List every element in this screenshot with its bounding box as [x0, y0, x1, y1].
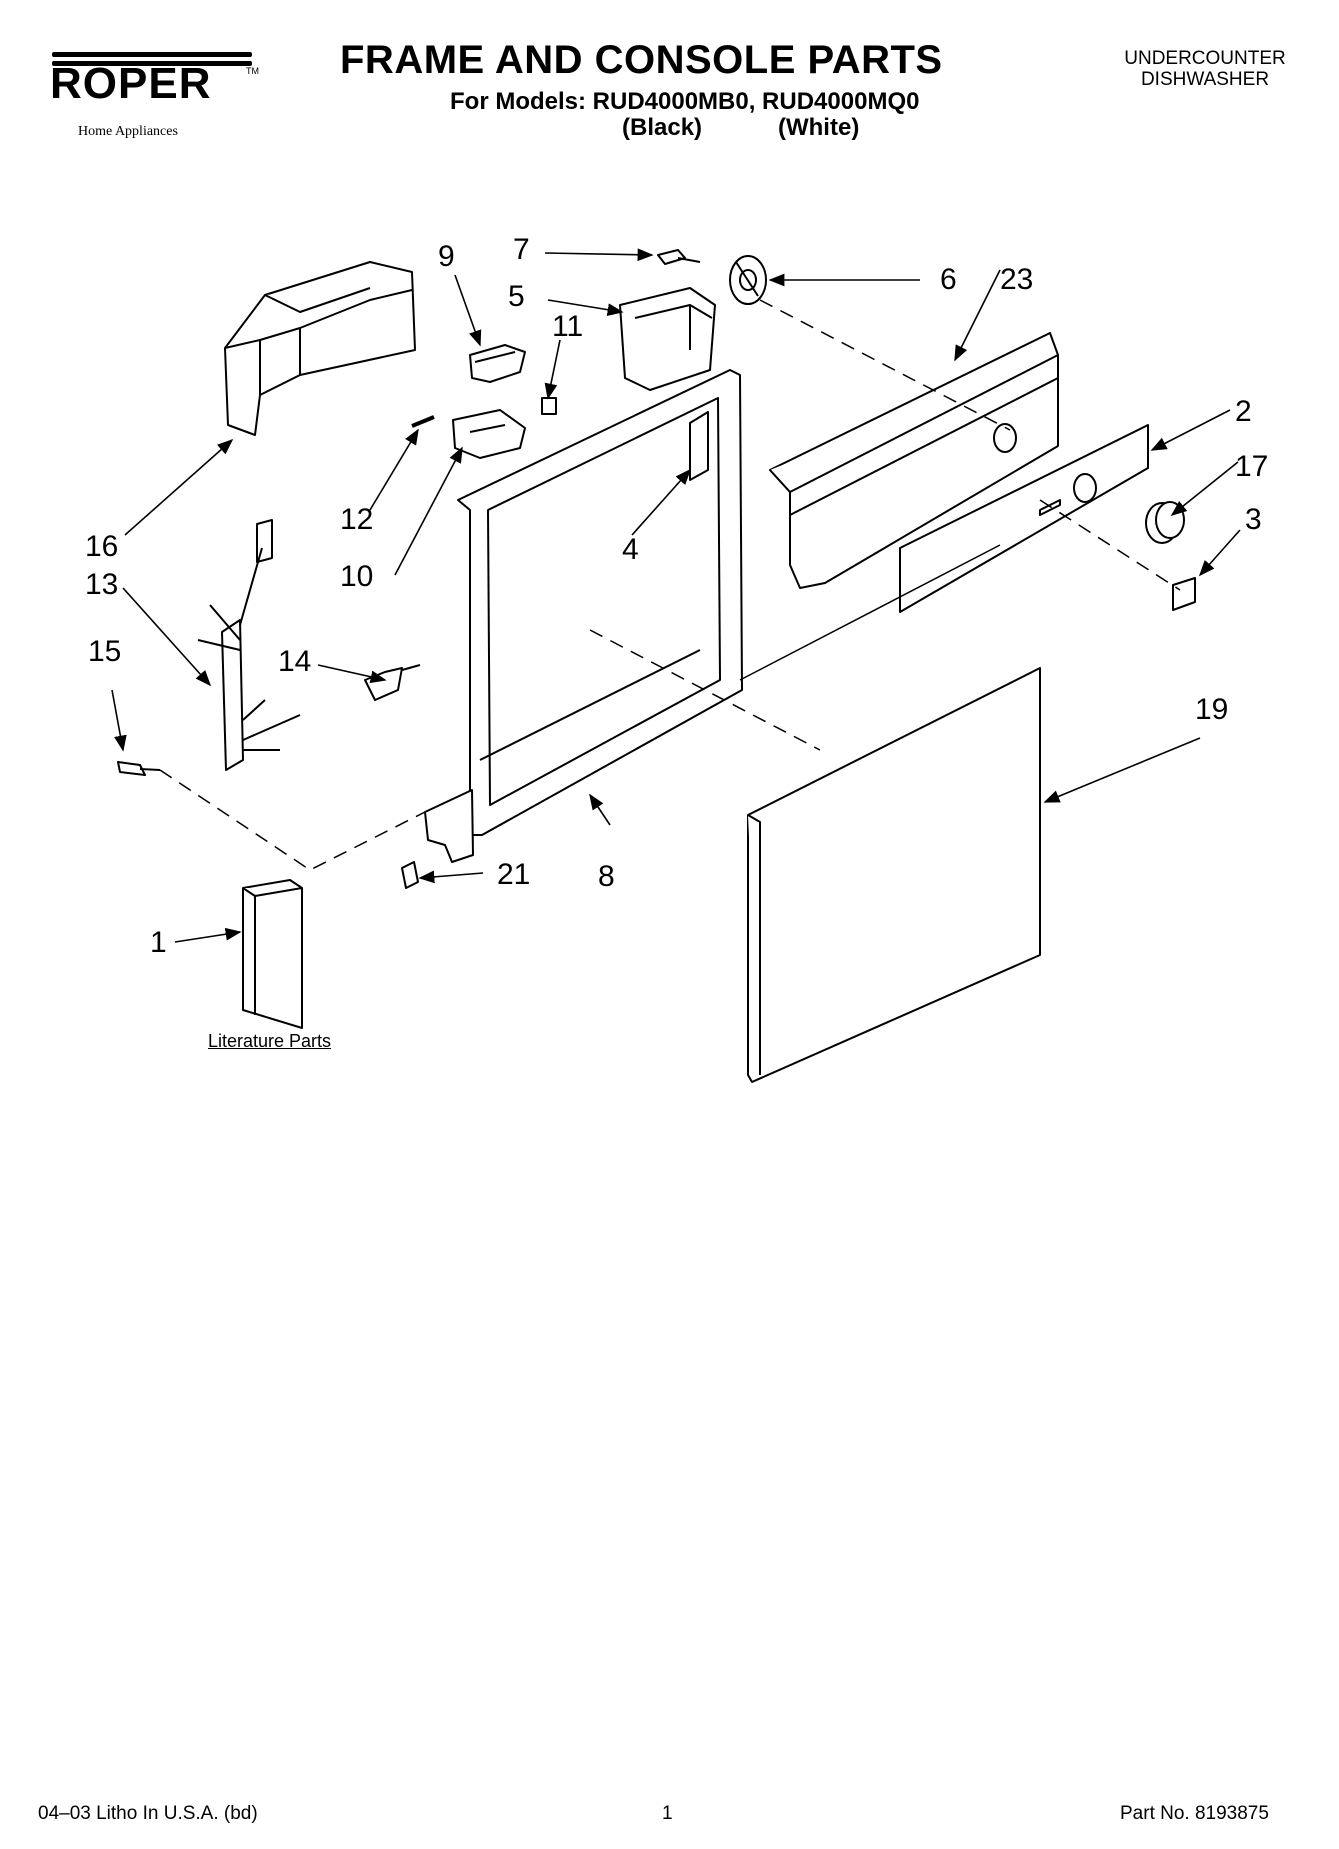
roper-logo — [52, 52, 252, 70]
door-panel — [747, 667, 1041, 1083]
product-category: UNDERCOUNTER DISHWASHER — [1105, 48, 1305, 90]
callout-8: 8 — [598, 860, 615, 893]
door-frame — [424, 369, 743, 863]
brand-trademark: TM — [246, 66, 259, 76]
callout-9: 9 — [438, 240, 455, 273]
variant-black: (Black) — [622, 114, 703, 141]
callout-14: 14 — [278, 645, 312, 678]
page-title: FRAME AND CONSOLE PARTS — [340, 38, 943, 82]
callout-7: 7 — [513, 233, 530, 266]
brand-name: ROPER — [50, 59, 212, 108]
callout-3: 3 — [1245, 503, 1262, 536]
page-number: 1 — [662, 1803, 673, 1824]
wire-harness — [117, 519, 421, 776]
footer-litho: 04–03 Litho In U.S.A. (bd) — [38, 1803, 258, 1824]
category-line-2: DISHWASHER — [1140, 69, 1270, 90]
timer-parts — [619, 249, 767, 391]
literature-parts-label: Literature Parts — [208, 1031, 332, 1051]
callout-2: 2 — [1235, 395, 1252, 428]
literature-booklet — [242, 879, 303, 1029]
console-cover-part — [224, 261, 416, 436]
brand-subtitle: Home Appliances — [78, 124, 178, 139]
callout-17: 17 — [1235, 450, 1269, 483]
assembly-lines — [159, 299, 1181, 871]
callout-10: 10 — [340, 560, 374, 593]
leader-arrows — [111, 248, 1241, 943]
model-numbers: For Models: RUD4000MB0, RUD4000MQ0 — [450, 88, 920, 115]
callout-4: 4 — [622, 533, 639, 566]
solid-assembly-lines — [739, 544, 1001, 681]
callout-16: 16 — [85, 530, 119, 563]
clip-part — [401, 861, 419, 889]
callout-21: 21 — [497, 858, 531, 891]
part-number: Part No. 8193875 — [1120, 1803, 1269, 1824]
callout-5: 5 — [508, 280, 525, 313]
category-line-1: UNDERCOUNTER — [1124, 48, 1286, 69]
callout-15: 15 — [88, 635, 122, 668]
callout-6: 6 — [940, 263, 957, 296]
callout-23: 23 — [1000, 263, 1034, 296]
callout-1: 1 — [150, 926, 167, 959]
variant-white: (White) — [778, 114, 860, 141]
callout-13: 13 — [85, 568, 119, 601]
callout-11: 11 — [552, 310, 584, 343]
callout-12: 12 — [340, 503, 374, 536]
switch-parts — [411, 344, 557, 459]
console-panel — [769, 332, 1196, 613]
callout-19: 19 — [1195, 693, 1229, 726]
